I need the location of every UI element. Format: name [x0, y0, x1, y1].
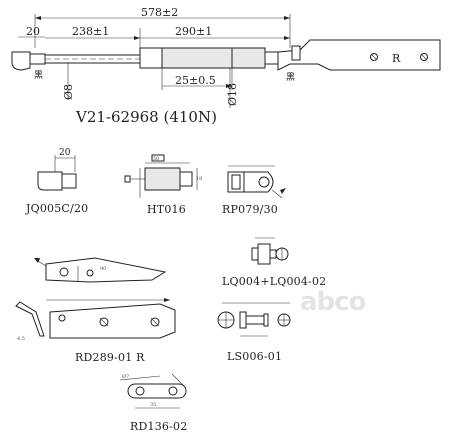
assembly-title: V21-62968 (410N)	[75, 108, 217, 126]
part-ht016: 50 18 HT016	[124, 154, 202, 216]
stroke-dim: 25±0.5	[175, 74, 216, 87]
rod-diameter-dim: Ø8	[62, 84, 75, 100]
jq005c-label: JQ005C/20	[25, 202, 88, 215]
svg-text:35: 35	[150, 402, 156, 408]
part-rp079: RP079/30	[222, 165, 286, 216]
color-label-right: 黑	[286, 72, 295, 83]
svg-text:50: 50	[153, 156, 159, 162]
color-label-left: 黑	[34, 70, 43, 81]
rd289-label: RD289-01 R	[75, 351, 145, 364]
part-lq004: LQ004+LQ004-02	[222, 237, 326, 288]
svg-text:4.5: 4.5	[17, 336, 25, 342]
svg-text:18: 18	[196, 176, 202, 182]
ht016-label: HT016	[147, 203, 186, 216]
ls006-label: LS006-01	[227, 350, 282, 363]
svg-text:90: 90	[100, 266, 106, 272]
svg-text:Ø7: Ø7	[122, 373, 129, 380]
pin-offset-dim: 20	[26, 25, 40, 38]
part-rd289: 90 4.5 RD289-01 R	[15, 257, 176, 364]
jq005c-dim: 20	[59, 148, 71, 158]
left-end-fitting	[11, 51, 31, 71]
mounting-bracket	[277, 39, 441, 71]
rod-length-dim: 290±1	[175, 25, 212, 38]
bracket-mark: R	[392, 52, 401, 65]
overall-length-dim: 578±2	[141, 6, 178, 19]
watermark-logo: abco	[300, 287, 366, 317]
part-rd136: Ø7 35 RD136-02	[119, 373, 187, 433]
part-ls006: LS006-01	[217, 302, 291, 363]
lq004-label: LQ004+LQ004-02	[222, 275, 326, 288]
rd136-label: RD136-02	[130, 420, 187, 433]
tube-diameter-dim: Ø18	[226, 83, 239, 106]
tube-length-dim: 238±1	[72, 25, 109, 38]
part-jq005c: 20 JQ005C/20	[25, 148, 88, 215]
rp079-label: RP079/30	[222, 203, 278, 216]
gas-spring-assembly: 578±2 20 238±1 290±1 R 黑 黑	[11, 6, 441, 126]
